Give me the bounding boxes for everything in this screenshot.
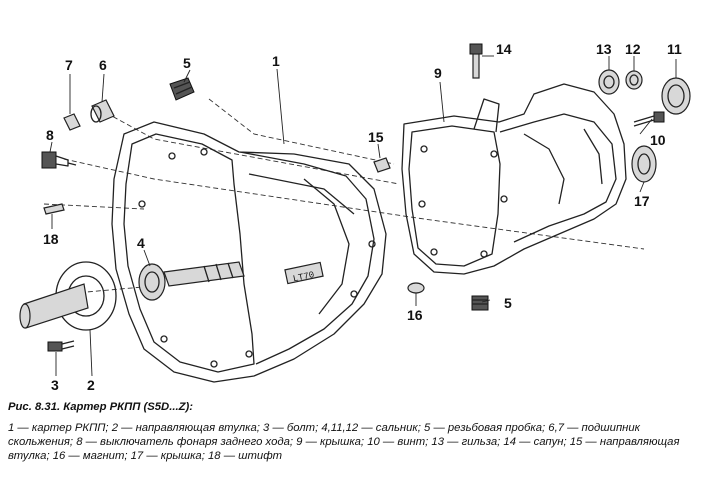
callout-4: 4 xyxy=(137,235,145,251)
callout-9: 9 xyxy=(434,65,442,81)
cover-17 xyxy=(631,145,657,183)
reverse-light-switch-8 xyxy=(41,151,77,169)
callout-10: 10 xyxy=(650,132,666,148)
bolt-3 xyxy=(47,340,75,352)
screw-10 xyxy=(633,111,665,127)
plain-bearing-6 xyxy=(90,99,115,123)
callout-11: 11 xyxy=(667,41,682,57)
casting-mark: LT70 xyxy=(292,270,315,284)
plain-bearing-7 xyxy=(63,113,81,131)
breather-14 xyxy=(469,43,483,79)
callout-2: 2 xyxy=(87,377,95,393)
sleeve-13 xyxy=(598,69,620,95)
guide-sleeve-2 xyxy=(19,261,117,331)
callout-12: 12 xyxy=(625,41,641,57)
callout-5: 5 xyxy=(183,55,191,71)
threaded-plug-5 xyxy=(169,77,195,101)
callout-5b: 5 xyxy=(504,295,512,311)
callout-14: 14 xyxy=(496,41,512,57)
magnet-16 xyxy=(407,282,425,294)
callout-18: 18 xyxy=(43,231,59,247)
callout-3: 3 xyxy=(51,377,59,393)
caption-title: Рис. 8.31. Картер РКПП (S5D...Z): xyxy=(8,401,194,413)
callout-1: 1 xyxy=(272,53,280,69)
callout-6: 6 xyxy=(99,57,107,73)
callout-13: 13 xyxy=(596,41,612,57)
seal-12 xyxy=(625,70,643,90)
threaded-plug-5b xyxy=(471,295,489,311)
pin-18 xyxy=(43,203,65,215)
seal-11 xyxy=(661,77,691,115)
seal-4 xyxy=(138,263,166,301)
callout-16: 16 xyxy=(407,307,423,323)
transmission-case: LT70 xyxy=(111,121,387,383)
figure-caption: Рис. 8.31. Картер РКПП (S5D...Z): 1 — ка… xyxy=(8,400,700,463)
callout-7: 7 xyxy=(65,57,73,73)
callout-15: 15 xyxy=(368,129,384,145)
callout-17: 17 xyxy=(634,193,650,209)
caption-legend: 1 — картер РКПП; 2 — направляющая втулка… xyxy=(8,422,680,462)
rear-cover xyxy=(401,83,627,275)
callout-8: 8 xyxy=(46,127,54,143)
gearbox-exploded-diagram: LT70 xyxy=(19,41,691,393)
guide-sleeve-15 xyxy=(373,157,391,173)
